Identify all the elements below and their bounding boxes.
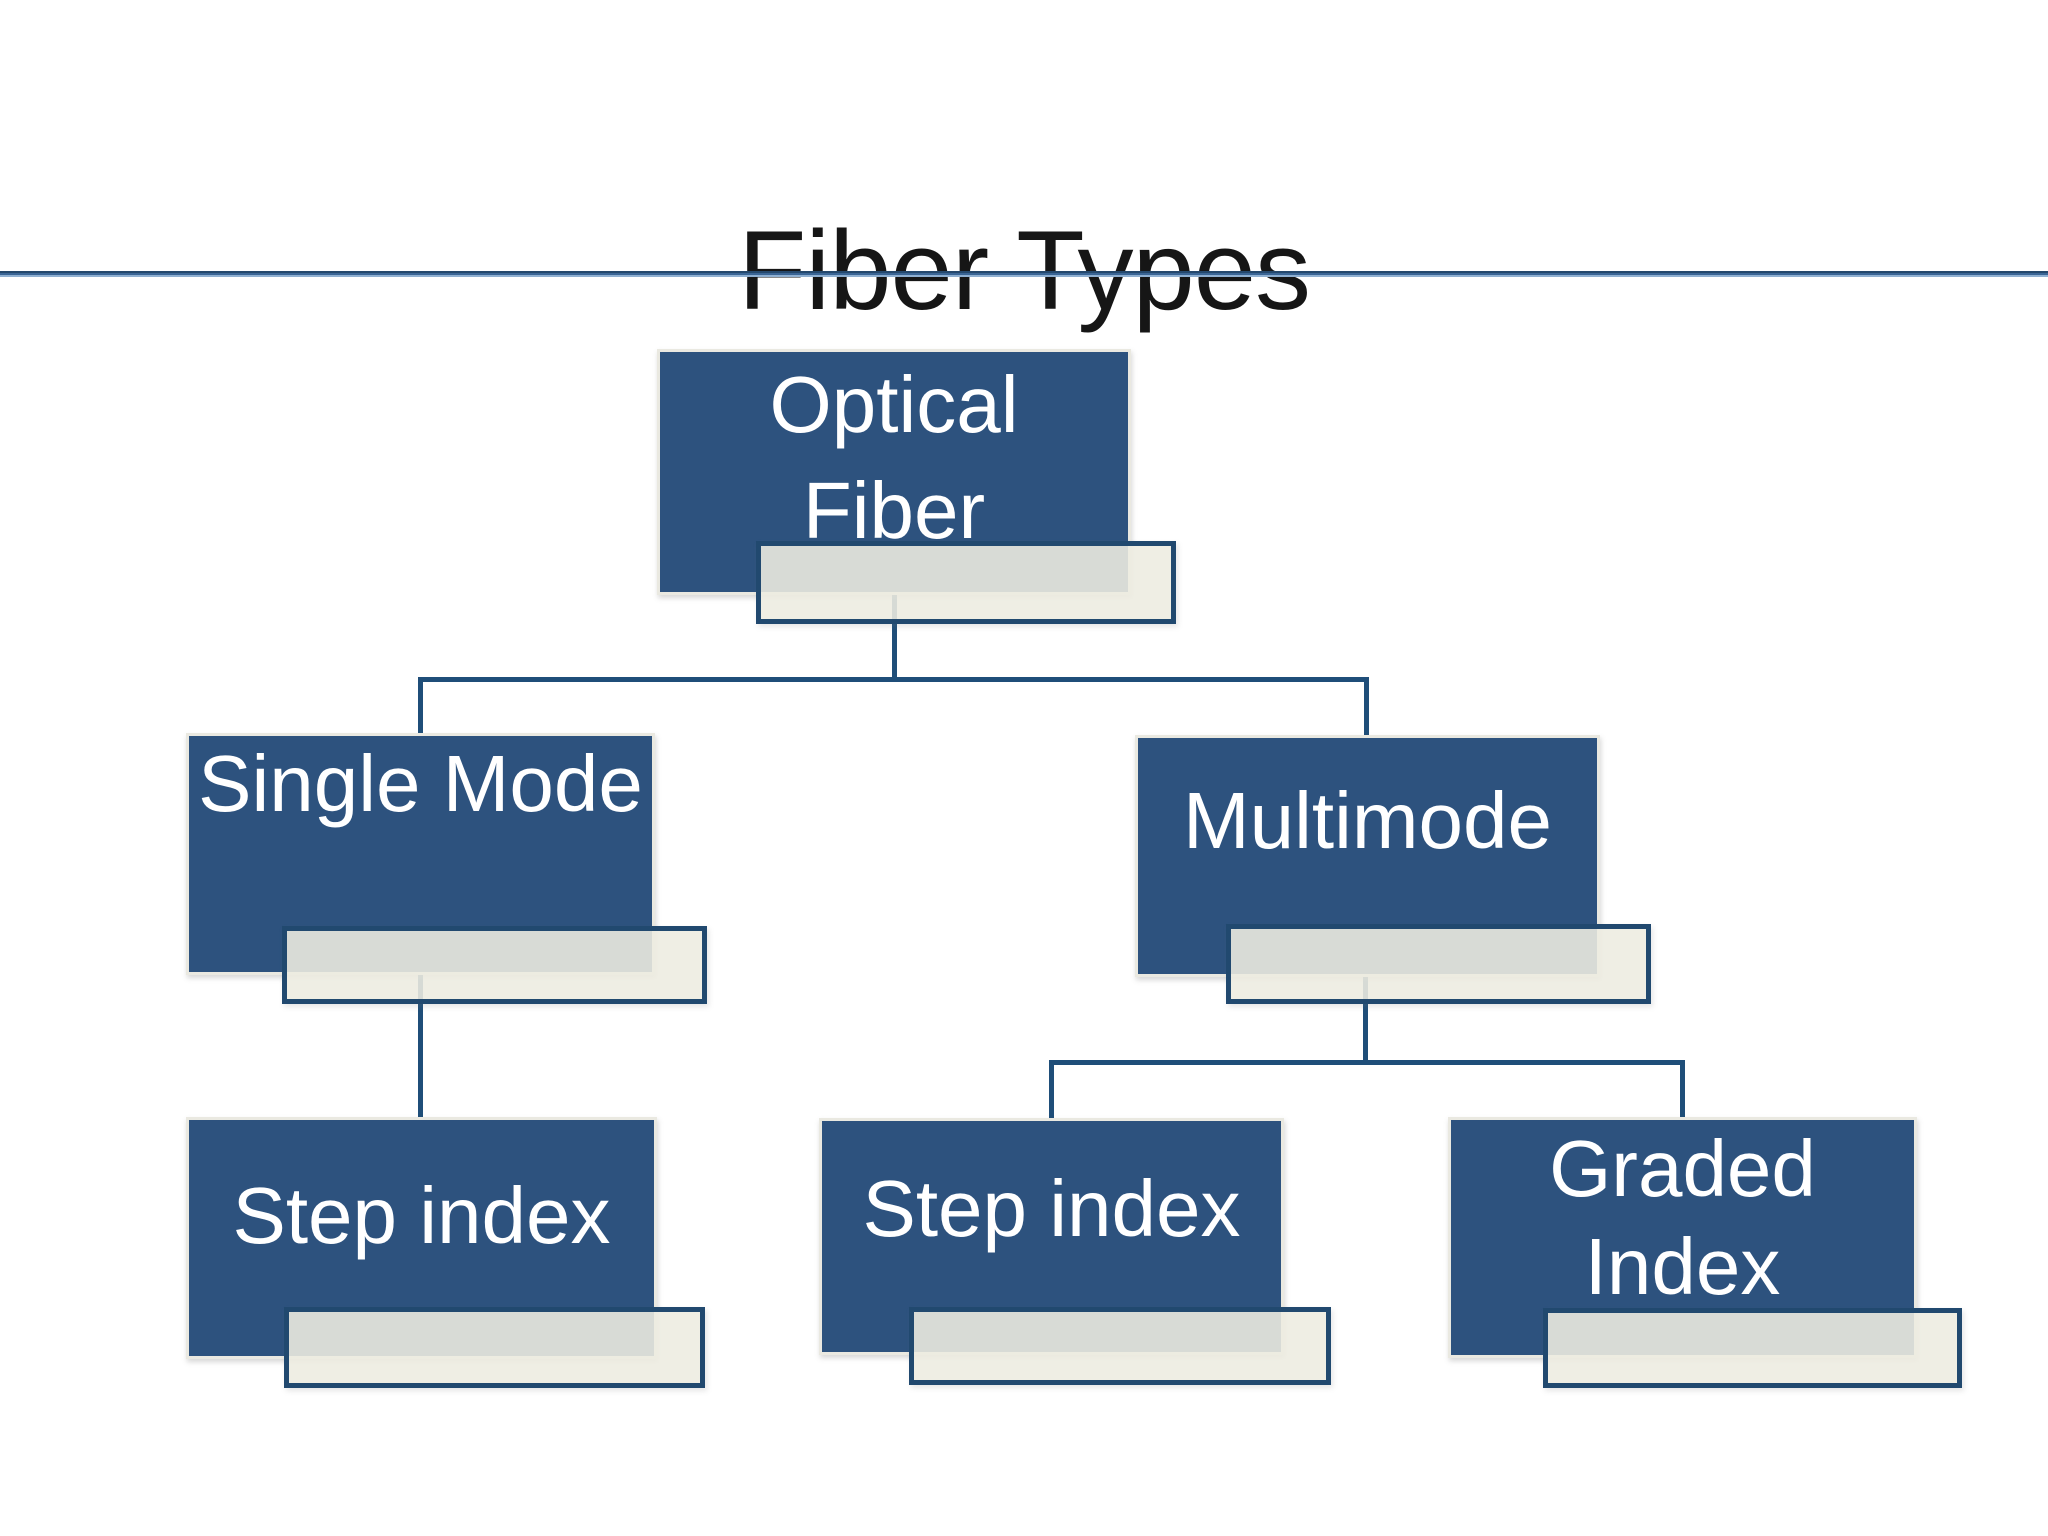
node-step-index-multi-label: Step index: [862, 1164, 1241, 1253]
node-graded-index-label-line-2: Index: [1584, 1222, 1781, 1311]
connector-level2-branch: [1049, 1060, 1685, 1065]
node-step-index-multi-accent: [909, 1307, 1331, 1385]
node-optical-fiber-label-line-2: Fiber: [802, 465, 986, 555]
node-optical-fiber-label-line-1: Optical: [769, 360, 1019, 449]
connector-optical-stem: [892, 595, 897, 682]
connector-level1-branch: [418, 677, 1369, 682]
node-optical-fiber-accent: [756, 541, 1176, 624]
title-divider: [0, 271, 2048, 277]
connector-single-to-step: [418, 975, 423, 1120]
connector-to-single-mode: [418, 677, 423, 736]
node-graded-index-label-line-1: Graded: [1549, 1124, 1816, 1213]
node-multimode: Multimode: [1135, 735, 1600, 977]
node-single-mode-accent: [282, 926, 707, 1004]
node-multimode-accent: [1226, 924, 1651, 1004]
connector-to-multimode: [1364, 677, 1369, 738]
node-step-index-single-label: Step index: [232, 1171, 611, 1260]
connector-to-graded-index: [1680, 1060, 1685, 1120]
node-multimode-label: Multimode: [1182, 776, 1553, 865]
node-graded-index-accent: [1543, 1308, 1962, 1388]
page-title: Fiber Types: [737, 208, 1311, 334]
connector-multimode-stem: [1363, 977, 1368, 1065]
node-single-mode-label: Single Mode: [198, 739, 643, 828]
node-step-index-single-accent: [284, 1307, 705, 1388]
connector-to-step-index-multi: [1049, 1060, 1054, 1121]
